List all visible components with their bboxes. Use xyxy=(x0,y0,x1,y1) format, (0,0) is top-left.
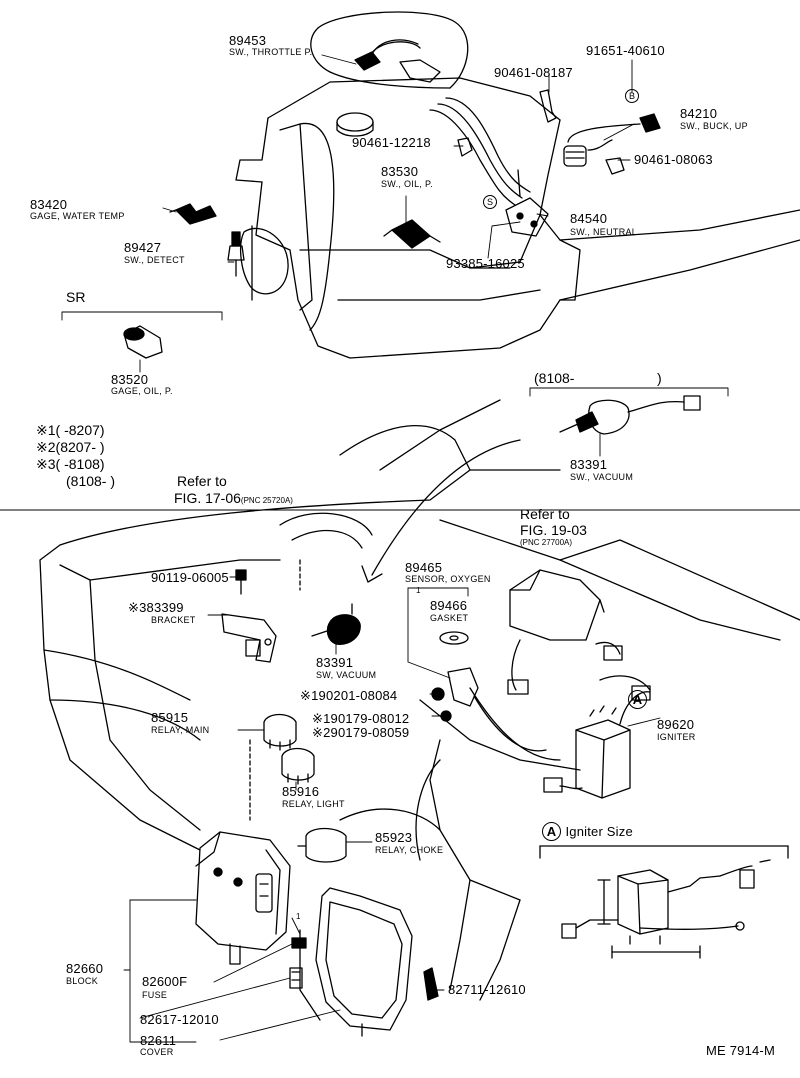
part-desc-82611: COVER xyxy=(140,1047,174,1057)
part-desc-89620: IGNITER xyxy=(657,732,696,742)
diagram-code: ME 7914-M xyxy=(706,1043,775,1058)
clamp-icon xyxy=(605,157,625,175)
star2-note: ※2(8207- ) xyxy=(36,439,105,455)
igniter-size-drawing xyxy=(539,845,789,959)
part-number-89466: 89466 xyxy=(430,598,468,613)
detect-switch-icon xyxy=(227,231,245,277)
part-desc-83399: BRACKET xyxy=(151,615,196,625)
range-note-8108b: (8108- ) xyxy=(66,473,116,489)
light-relay-icon xyxy=(281,747,315,785)
part-number-83391-lower: 83391 xyxy=(316,655,354,670)
part-desc-82660: BLOCK xyxy=(66,976,99,986)
vacuum-switch-icon xyxy=(559,395,701,435)
part-number-83530: 83530 xyxy=(381,164,419,179)
water-temp-gauge-icon xyxy=(169,203,217,225)
qty-marker-1: 1 xyxy=(416,586,421,595)
part-desc-85916: RELAY, LIGHT xyxy=(282,799,345,809)
part-number-85916: 85916 xyxy=(282,784,320,799)
clamp-icon xyxy=(539,89,557,123)
part-number-93385-16025: 93385-16025 xyxy=(446,256,525,271)
part-number-90461-08187: 90461-08187 xyxy=(494,65,573,80)
part-number-90201-08084: ※190201-08084 xyxy=(300,688,398,703)
part-number-82660: 82660 xyxy=(66,961,104,976)
part-number-89620: 89620 xyxy=(657,717,695,732)
part-desc-83420: GAGE, WATER TEMP xyxy=(30,211,125,221)
oil-pressure-gauge-icon xyxy=(123,325,163,359)
part-number-89453: 89453 xyxy=(229,33,267,48)
oil-pressure-switch-icon xyxy=(383,219,441,249)
bracket-icon xyxy=(221,613,277,663)
part-number-91651-40610: 91651-40610 xyxy=(586,43,665,58)
part-number-85915: 85915 xyxy=(151,710,189,725)
throttle-switch-icon xyxy=(354,39,419,71)
main-relay-icon xyxy=(263,713,297,751)
star3-note: ※3( -8108) xyxy=(36,456,105,472)
fig-ref-17-06: FIG. 17-06(PNC 25720A) xyxy=(174,490,293,506)
part-desc-83530: SW., OIL, P. xyxy=(381,179,433,189)
part-number-82617-12010: 82617-12010 xyxy=(140,1012,219,1027)
part-desc-83391-lower: SW, VACUUM xyxy=(316,670,377,680)
part-number-90461-08063: 90461-08063 xyxy=(634,152,713,167)
part-desc-85923: RELAY, CHOKE xyxy=(375,845,444,855)
part-number-82611: 82611 xyxy=(140,1033,177,1048)
marker-b: B xyxy=(625,87,639,103)
clip-icon xyxy=(423,967,439,1001)
part-number-83399: ※383399 xyxy=(128,600,184,615)
part-number-83391-upper: 83391 xyxy=(570,457,608,472)
igniter-size-title: A Igniter Size xyxy=(542,822,633,841)
range-note-close: ) xyxy=(657,370,662,386)
part-desc-89466: GASKET xyxy=(430,613,469,623)
part-number-89465: 89465 xyxy=(405,560,443,575)
part-desc-83520: GAGE, OIL, P. xyxy=(111,386,173,396)
leader-lines xyxy=(61,54,729,1043)
part-number-85923: 85923 xyxy=(375,830,413,845)
part-number-89427: 89427 xyxy=(124,240,162,255)
star1-note: ※1( -8207) xyxy=(36,422,105,438)
gasket-icon xyxy=(439,631,469,645)
part-number-83420: 83420 xyxy=(30,197,68,212)
relay-block-icon xyxy=(195,831,291,965)
part-desc-89465: SENSOR, OXYGEN xyxy=(405,574,491,584)
part-number-90461-12218: 90461-12218 xyxy=(352,135,431,150)
part-desc-82600f: FUSE xyxy=(142,990,168,1000)
part-number-83520: 83520 xyxy=(111,372,149,387)
block-cover-icon xyxy=(315,887,413,1037)
oxygen-sensor-icon xyxy=(447,667,561,761)
engine-block xyxy=(235,11,800,359)
bolt-icon xyxy=(235,569,247,595)
backup-switch-icon xyxy=(563,113,661,167)
fuse-icon xyxy=(291,937,307,949)
part-desc-83391-upper: SW., VACUUM xyxy=(570,472,634,482)
qty-marker-1b: 1 xyxy=(296,912,301,921)
clamp-icon xyxy=(457,137,473,157)
sr-note: SR xyxy=(66,289,86,305)
part-number-84210: 84210 xyxy=(680,106,718,121)
part-desc-84540: SW., NEUTRAL xyxy=(570,227,638,237)
choke-relay-icon xyxy=(297,827,347,863)
neutral-switch-icon xyxy=(505,169,549,237)
part-number-82600f: 82600F xyxy=(142,974,188,989)
part-number-82711-12610: 82711-12610 xyxy=(448,982,526,997)
part-desc-84210: SW., BUCK, UP xyxy=(680,121,748,131)
curved-arrow-icon xyxy=(361,439,521,583)
marker-a: A xyxy=(628,690,647,709)
marker-s: S xyxy=(483,193,497,209)
part-number-90119-06005: 90119-06005 xyxy=(151,570,229,585)
part-number-90179-08059: ※290179-08059 xyxy=(312,725,410,740)
ecu-box-icon xyxy=(507,569,623,695)
vehicle-body xyxy=(0,399,800,1021)
refer-to-19: Refer to xyxy=(520,506,570,522)
part-desc-89427: SW., DETECT xyxy=(124,255,185,265)
pnc-ref-27700a: (PNC 27700A) xyxy=(520,538,573,547)
vacuum-switch-icon xyxy=(311,603,361,645)
part-number-90179-08012: ※190179-08012 xyxy=(312,711,410,726)
range-note-8108: (8108- xyxy=(534,370,575,386)
part-number-84540: 84540 xyxy=(570,211,608,226)
part-desc-89453: SW., THROTTLE P. xyxy=(229,47,313,57)
fig-ref-19-03: FIG. 19-03 xyxy=(520,522,587,538)
refer-to-17: Refer to xyxy=(177,473,227,489)
part-desc-85915: RELAY, MAIN xyxy=(151,725,210,735)
